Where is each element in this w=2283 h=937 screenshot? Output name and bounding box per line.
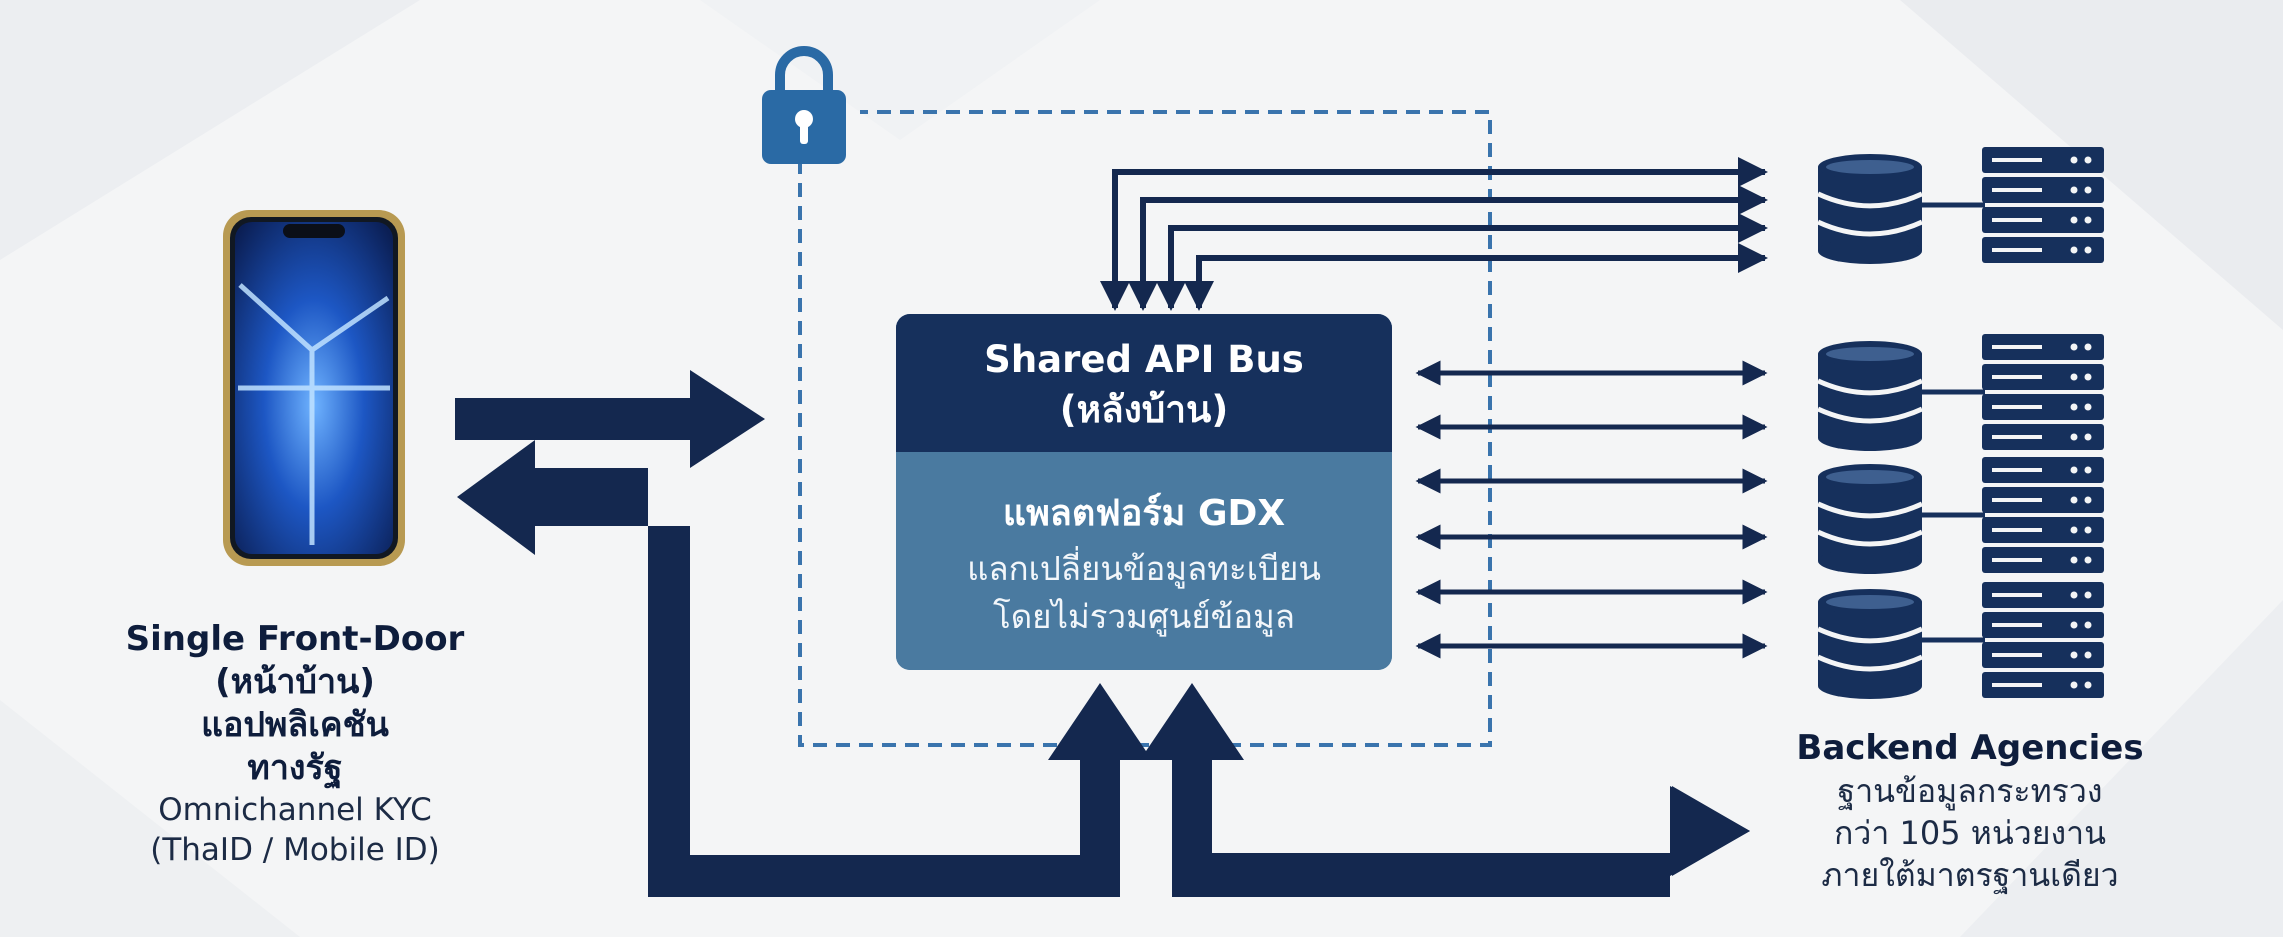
api-up-arrow-right — [1140, 683, 1244, 855]
front-door-id: (ThaID / Mobile ID) — [150, 832, 440, 868]
backend-flow-arrow — [1172, 786, 1750, 897]
database-icon — [1816, 589, 1924, 699]
backend-line2: ฐานข้อมูลกระทรวง — [1837, 772, 2103, 810]
database-icon — [1816, 341, 1924, 451]
smartphone-icon — [223, 210, 405, 566]
front-door-kyc: Omnichannel KYC — [158, 792, 432, 828]
response-arrow — [457, 440, 1080, 897]
server-rack-icon — [1982, 147, 2104, 263]
server-rack-icon — [1982, 582, 2104, 698]
database-icon — [1816, 154, 1924, 264]
front-door-title: Single Front-Door — [125, 619, 465, 659]
api-up-arrow-left — [1048, 683, 1152, 855]
front-door-label: Single Front-Door (หน้าบ้าน) แอปพลิเคชัน… — [100, 618, 490, 870]
backend-agencies-label: Backend Agencies ฐานข้อมูลกระทรวง กว่า 1… — [1770, 726, 2170, 896]
database-icon — [1816, 464, 1924, 574]
api-exchange-lines — [1415, 360, 1768, 659]
gdx-platform-line1: แลกเปลี่ยนข้อมูลทะเบียน — [967, 549, 1321, 588]
backend-agencies-icons — [1816, 147, 2104, 699]
api-fan-lines — [1100, 157, 1768, 311]
backend-line4: ภายใต้มาตรฐานเดียว — [1821, 856, 2119, 894]
api-bus-header: Shared API Bus (หลังบ้าน) — [896, 314, 1392, 452]
gdx-platform-title: แพลตฟอร์ม GDX — [1002, 493, 1286, 534]
gdx-platform-line2: โดยไม่รวมศูนย์ข้อมูล — [992, 597, 1296, 636]
secure-boundary — [798, 110, 1492, 747]
lock-icon — [762, 46, 846, 164]
api-bus-subtitle: (หลังบ้าน) — [1059, 388, 1229, 431]
api-bus-title: Shared API Bus — [984, 338, 1304, 381]
front-door-app-name: แอปพลิเคชัน — [201, 705, 389, 745]
front-door-app-name-2: ทางรัฐ — [247, 748, 343, 788]
shared-api-bus-box: Shared API Bus (หลังบ้าน) แพลตฟอร์ม GDX … — [896, 314, 1392, 670]
server-rack-icon — [1982, 334, 2104, 450]
request-arrow — [455, 370, 765, 468]
server-rack-icon — [1982, 457, 2104, 573]
backend-title: Backend Agencies — [1796, 728, 2144, 768]
backend-line3: กว่า 105 หน่วยงาน — [1834, 814, 2106, 852]
gdx-platform-panel: แพลตฟอร์ม GDX แลกเปลี่ยนข้อมูลทะเบียน โด… — [896, 452, 1392, 670]
front-door-subtitle: (หน้าบ้าน) — [215, 662, 375, 702]
